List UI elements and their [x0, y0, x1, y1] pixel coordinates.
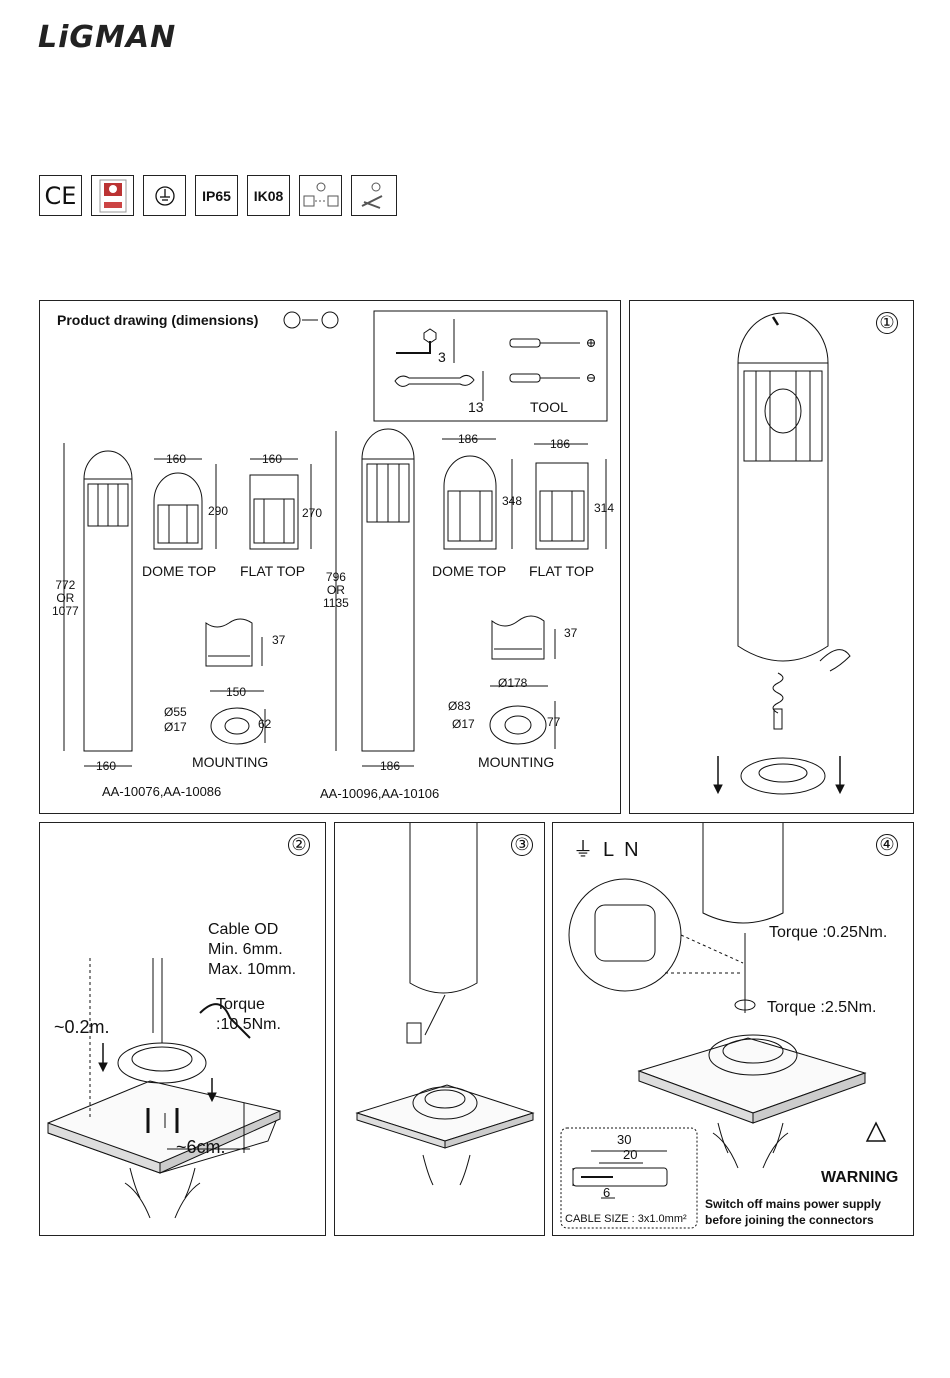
- left-mount-width: 150: [226, 685, 247, 699]
- right-dome-height: 348: [502, 494, 523, 508]
- right-base-width: 186: [380, 759, 401, 773]
- brand-logo: LiGMAN: [38, 20, 177, 55]
- right-flat-label: FLAT TOP: [529, 563, 595, 579]
- product-drawing-panel: Product drawing (dimensions) 3 13 TOOL 7…: [39, 300, 621, 814]
- step3-panel: ③: [334, 822, 545, 1236]
- step3-illustration: [355, 823, 535, 1186]
- right-flat-height: 314: [594, 501, 615, 515]
- right-model-codes: AA-10096,AA-10106: [320, 786, 440, 801]
- earth-class-icon: [143, 175, 186, 216]
- right-mount-depth: 37: [564, 626, 578, 640]
- left-mount-outer: Ø55: [164, 705, 187, 719]
- neutral-wire-label: N: [624, 839, 649, 861]
- left-flat-width: 160: [262, 452, 283, 466]
- torque-note-step2: Torque:10.5Nm.: [216, 996, 281, 1033]
- live-wire-label: L: [603, 839, 625, 861]
- depth-note: ~0.2m.: [54, 1017, 110, 1037]
- ce-mark-icon: CE: [39, 175, 82, 216]
- right-mounting-label: MOUNTING: [478, 754, 555, 770]
- product-drawing-svg: [63, 310, 608, 767]
- step4-illustration: [560, 823, 887, 1229]
- quality-mark-icon: [91, 175, 134, 216]
- wire-labels: ⏚LN: [573, 833, 649, 862]
- right-flat-width: 186: [550, 437, 571, 451]
- left-mount-depth: 37: [272, 633, 286, 647]
- right-mount-inner: Ø17: [452, 717, 475, 731]
- wrench-size-label: 13: [468, 399, 484, 415]
- left-model-codes: AA-10076,AA-10086: [102, 784, 222, 799]
- right-mount-outer: Ø83: [448, 699, 471, 713]
- step4-panel: ④ ⏚LN Torque :0.25Nm. Torque :2.5Nm. 30 …: [552, 822, 914, 1236]
- left-base-width: 160: [96, 759, 117, 773]
- tool-box: [373, 310, 608, 422]
- left-mount-inner: Ø17: [164, 720, 187, 734]
- left-flat-height: 270: [302, 506, 323, 520]
- left-mount-offset: 62: [258, 717, 272, 731]
- ik-rating-badge: IK08: [247, 175, 290, 216]
- right-dome-width: 186: [458, 432, 479, 446]
- right-dome-label: DOME TOP: [432, 563, 507, 579]
- torque-small-note: Torque :0.25Nm.: [769, 924, 888, 941]
- left-dome-height: 290: [208, 504, 229, 518]
- earth-wire-icon: ⏚: [573, 839, 603, 861]
- warning-title: WARNING: [821, 1169, 899, 1186]
- torque-large-note: Torque :2.5Nm.: [767, 999, 877, 1016]
- strip-inner-length: 6: [603, 1185, 611, 1200]
- right-mount-offset: 77: [547, 715, 561, 729]
- tool-icon: [351, 175, 397, 216]
- drawing-title: Product drawing (dimensions): [57, 312, 259, 328]
- step3-number: ③: [511, 834, 533, 856]
- strip-mid-length: 20: [623, 1147, 638, 1162]
- step1-illustration: [713, 312, 851, 795]
- strip-outer-length: 30: [617, 1132, 632, 1147]
- tool-label: TOOL: [530, 399, 568, 415]
- step2-illustration: [47, 958, 281, 1219]
- left-dome-label: DOME TOP: [142, 563, 217, 579]
- left-mounting-label: MOUNTING: [192, 754, 269, 770]
- lamp-icon: [299, 175, 342, 216]
- step4-number: ④: [876, 834, 898, 856]
- anchor-note: ~6cm.: [176, 1137, 226, 1157]
- step1-number: ①: [876, 312, 898, 334]
- hex-size-label: 3: [438, 349, 446, 365]
- left-flat-label: FLAT TOP: [240, 563, 306, 579]
- ip-rating-badge: IP65: [195, 175, 238, 216]
- step1-panel: ①: [629, 300, 914, 814]
- cable-size-note: CABLE SIZE : 3x1.0mm²: [565, 1213, 687, 1225]
- right-mount-width: Ø178: [498, 676, 528, 690]
- left-dome-width: 160: [166, 452, 187, 466]
- step2-number: ②: [288, 834, 310, 856]
